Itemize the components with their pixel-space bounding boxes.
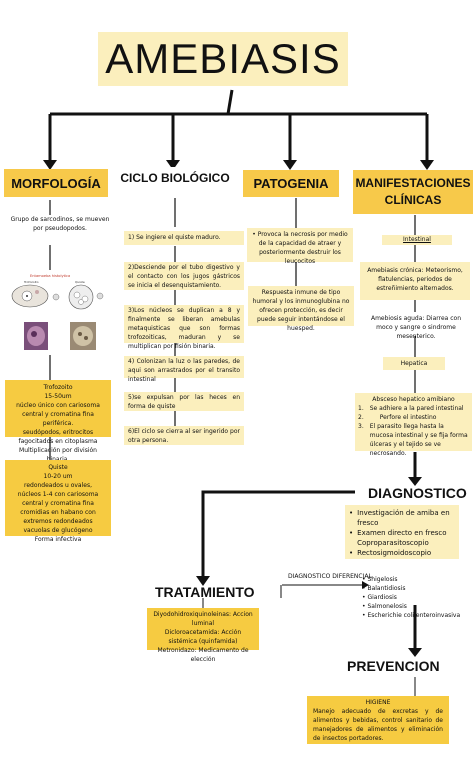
trofozoito-line: núcleo único con cariosoma central y cro… <box>16 402 100 427</box>
diagnostico-list: •Investigación de amiba en fresco •Exame… <box>345 505 459 559</box>
page-title: AMEBIASIS <box>98 32 348 86</box>
absceso-item-number: 2. <box>358 414 364 421</box>
ciclo-step-2: 2)Desciende por el tubo digestivo y el c… <box>124 262 244 290</box>
diagnostico-item: •Examen directo en fresco Coproparasitos… <box>349 528 455 548</box>
amebiasis-aguda: Amebiosis aguda: Diarrea con moco y sang… <box>370 315 462 340</box>
diagnostico-item: •Rectosigmoidoscopio <box>349 548 455 558</box>
bullet-icon: • <box>362 603 368 610</box>
bullet-icon: • <box>349 549 354 557</box>
ciclo-heading: CICLO BIOLÓGICO <box>116 167 234 189</box>
ciclo-step-5: 5)se expulsan por las heces en forma de … <box>124 392 244 411</box>
diferencial-item-text: Salmonelosis <box>367 603 407 610</box>
prevencion-box: HIGIENE Manejo adecuado de excretas y de… <box>307 696 449 744</box>
diagnostico-item-text: Examen directo en fresco Coproparasitosc… <box>357 529 447 547</box>
intestinal-label-text: Intestinal <box>403 236 431 243</box>
prevencion-text: Manejo adecuado de excretas y de aliment… <box>313 708 443 742</box>
trofozoito-line: Multiplicación por división binaria. <box>19 447 97 463</box>
bullet-icon: • <box>349 529 354 537</box>
diferencial-item: • Escherichie coli enteroinvasiva <box>362 611 472 620</box>
amoeba-drawing: Entamoeba histolytica Trofozoito Quiste <box>11 274 104 350</box>
diferencial-item-text: Escherichie coli enteroinvasiva <box>367 612 461 619</box>
quiste-line: núcleos 1-4 con cariosoma central y crom… <box>17 491 99 507</box>
quiste-box: Quiste 10-20 um redondeados u ovales, nú… <box>5 460 111 543</box>
diferencial-list: • Shigelosis • Balantidiosis • Giardiosi… <box>362 575 472 621</box>
diagnostico-item-text: Rectosigmoidoscopio <box>357 549 432 557</box>
diagnostico-item: •Investigación de amiba en fresco <box>349 508 455 528</box>
ciclo-step-3: 3)Los núcleos se duplican a 8 y finalmen… <box>124 305 244 350</box>
bullet-icon: • <box>349 509 354 517</box>
absceso-item-number: 3. <box>358 423 364 430</box>
bullet-icon: • <box>362 576 368 583</box>
absceso-item-number: 1. <box>358 405 364 412</box>
quiste-line: redondeados u ovales, <box>24 482 92 489</box>
absceso-item: 1. Se adhiere a la pared intestinal <box>358 404 469 413</box>
diferencial-item-text: Balantidiosis <box>367 585 406 592</box>
quiste-line: vacuolas de glucógeno <box>23 527 93 534</box>
tratamiento-item: Metronidazo: Medicamento de elección <box>157 647 249 663</box>
absceso-item: 2. Perfore el intestino <box>358 413 469 422</box>
prevencion-subtitle: HIGIENE <box>365 699 391 706</box>
trofozoito-size: 15-50um <box>44 393 72 400</box>
patogenia-item-1: • Provoca la necrosis por medio de la ca… <box>247 228 353 265</box>
diagnostico-heading: DIAGNOSTICO <box>368 485 467 501</box>
image-title: Entamoeba histolytica <box>30 274 70 278</box>
ciclo-step-4: 4) Colonizan la luz o las paredes, de aq… <box>124 356 244 383</box>
absceso-title: Absceso hepatico amibiano <box>372 396 455 403</box>
diferencial-label: DIAGNOSTICO DIFERENCIAL <box>288 573 372 580</box>
ciclo-step-6: 6)El ciclo se cierra al ser ingerido por… <box>124 426 244 445</box>
diferencial-item: • Shigelosis <box>362 575 472 584</box>
diferencial-item-text: Shigelosis <box>367 576 398 583</box>
amoeba-illustration: Entamoeba histolytica Trofozoito Quiste <box>4 272 110 354</box>
trofozoito-title: Trofozoito <box>43 384 73 391</box>
morfologia-heading: MORFOLOGÍA <box>4 169 108 197</box>
quiste-size: 10-20 um <box>43 473 73 480</box>
tratamiento-item: Dicloroacetamida: Acción sistémica (quin… <box>164 629 242 645</box>
absceso-item-text: Se adhiere a la pared intestinal <box>369 405 464 412</box>
bullet-icon: • <box>362 612 368 619</box>
tratamiento-heading: TRATAMIENTO <box>155 584 255 600</box>
diagnostico-item-text: Investigación de amiba en fresco <box>357 509 450 527</box>
bullet-icon: • <box>362 594 368 601</box>
diferencial-item: • Balantidiosis <box>362 584 472 593</box>
quiste-line: cromidias en habano con extremos redonde… <box>20 509 96 525</box>
patogenia-item-2: Respuesta inmune de tipo humoral y los i… <box>248 286 354 332</box>
patogenia-heading: PATOGENIA <box>243 170 339 197</box>
trofozoito-box: Trofozoito 15-50um núcleo único con cari… <box>5 380 111 463</box>
morfologia-intro: Grupo de sarcodinos, se mueven por pseud… <box>10 216 110 232</box>
intestinal-label: Intestinal <box>382 235 452 245</box>
absceso-box: Absceso hepatico amibiano 1. Se adhiere … <box>355 393 472 457</box>
tratamiento-box: Diyodohidroxiquinoleinas: Accion luminal… <box>147 608 259 663</box>
absceso-item-text: El parasito llega hasta la mucosa intest… <box>369 423 468 457</box>
diferencial-item: • Giardiosis <box>362 593 472 602</box>
hepatica-label: Hepatica <box>383 357 445 370</box>
manifestaciones-heading: MANIFESTACIONES CLÍNICAS <box>353 170 473 214</box>
diferencial-item: • Salmonelosis <box>362 602 472 611</box>
absceso-item-text: Perfore el intestino <box>379 414 437 421</box>
tratamiento-item: Diyodohidroxiquinoleinas: Accion luminal <box>153 611 253 627</box>
diferencial-item-text: Giardiosis <box>367 594 397 601</box>
image-label-quiste: Quiste <box>75 280 85 284</box>
bullet-icon: • <box>362 585 368 592</box>
image-label-trofozoito: Trofozoito <box>23 280 39 284</box>
trofozoito-line: seudópodos, eritrocitos fagocitados en c… <box>18 429 98 445</box>
quiste-title: Quiste <box>48 464 68 471</box>
absceso-item: 3. El parasito llega hasta la mucosa int… <box>358 422 469 458</box>
quiste-line: Forma infectiva <box>34 536 82 543</box>
amebiasis-cronica: Amebiasis crónica: Meteorismo, flatulenc… <box>360 262 470 300</box>
prevencion-heading: PREVENCION <box>347 658 440 674</box>
ciclo-step-1: 1) Se ingiere el quiste maduro. <box>124 231 244 245</box>
